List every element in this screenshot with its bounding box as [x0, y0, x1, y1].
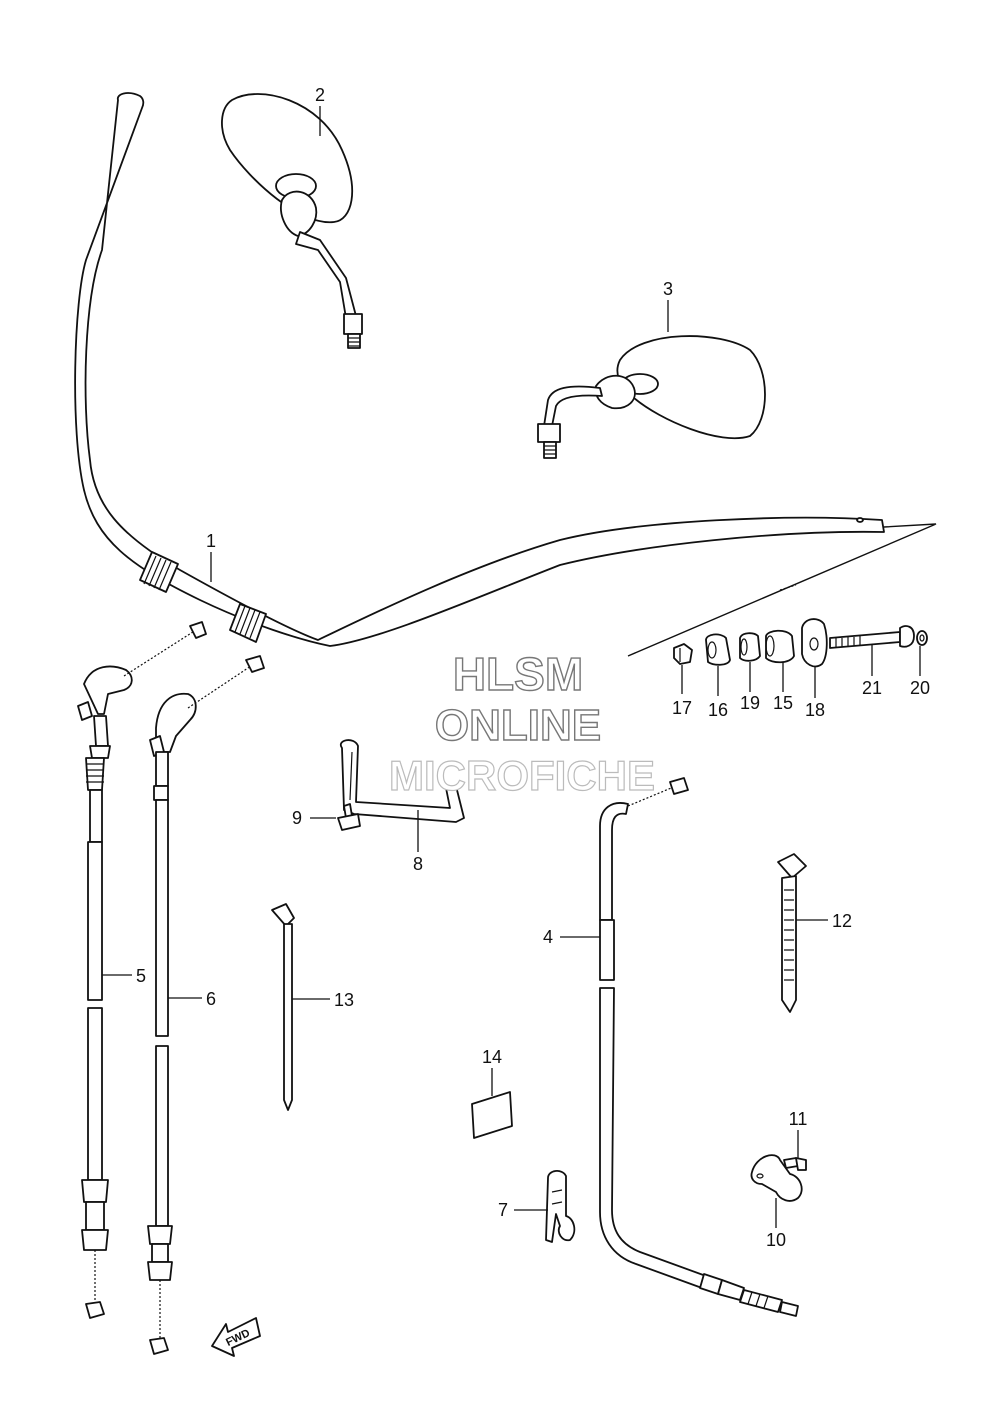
mirror-right[interactable]	[537, 335, 766, 459]
callout-15: 15	[773, 693, 793, 713]
callout-16: 16	[708, 700, 728, 720]
holder-10[interactable]	[750, 1154, 803, 1202]
cable-tie-13[interactable]	[271, 903, 295, 1111]
spacer-16[interactable]	[705, 633, 731, 666]
knurled-band	[229, 603, 267, 643]
bolt-9[interactable]	[337, 803, 361, 831]
watermark-line-3: MICROFICHE	[389, 752, 655, 799]
spacer-19[interactable]	[739, 632, 761, 662]
callout-12: 12	[832, 911, 852, 931]
bolt-11[interactable]	[783, 1157, 807, 1171]
callout-4: 4	[543, 927, 553, 947]
handlebar[interactable]	[74, 92, 937, 657]
callout-7: 7	[498, 1200, 508, 1220]
callout-6: 6	[206, 989, 216, 1009]
collar-15[interactable]	[765, 629, 795, 664]
watermark-line-1: HLSM	[453, 648, 583, 700]
bracket-8[interactable]	[339, 739, 465, 823]
cable-4[interactable]	[599, 777, 799, 1317]
callout-3: 3	[663, 279, 673, 299]
callout-numbers: 1 2 3 4 5 6 7 8 9 10 11 12 13 14 15 16 1…	[136, 85, 930, 1250]
callout-14: 14	[482, 1047, 502, 1067]
callout-20: 20	[910, 678, 930, 698]
label-14[interactable]	[471, 1091, 513, 1139]
knurled-band	[139, 551, 179, 593]
callout-10: 10	[766, 1230, 786, 1250]
cable-6[interactable]	[147, 655, 265, 1355]
callout-8: 8	[413, 854, 423, 874]
nut-17[interactable]	[673, 643, 693, 665]
watermark-line-2: ONLINE	[435, 701, 601, 750]
leader-lines	[102, 106, 921, 1228]
callout-18: 18	[805, 700, 825, 720]
callout-5: 5	[136, 966, 146, 986]
washer-20[interactable]	[916, 630, 928, 646]
callout-1: 1	[206, 531, 216, 551]
callout-19: 19	[740, 693, 760, 713]
callout-11: 11	[789, 1109, 808, 1129]
cable-tie-12[interactable]	[777, 853, 807, 1013]
weight-18[interactable]	[801, 618, 828, 668]
watermark: HLSM ONLINE MICROFICHE	[388, 647, 655, 799]
bolt-21[interactable]	[829, 625, 915, 649]
mirror-left[interactable]	[221, 93, 363, 349]
callout-21: 21	[862, 678, 882, 698]
callout-17: 17	[672, 698, 692, 718]
callout-2: 2	[315, 85, 325, 105]
callout-9: 9	[292, 808, 302, 828]
clamp-7[interactable]	[545, 1170, 576, 1243]
callout-13: 13	[334, 990, 354, 1010]
forward-arrow-icon: FWD	[211, 1317, 261, 1357]
cable-5[interactable]	[77, 621, 207, 1319]
